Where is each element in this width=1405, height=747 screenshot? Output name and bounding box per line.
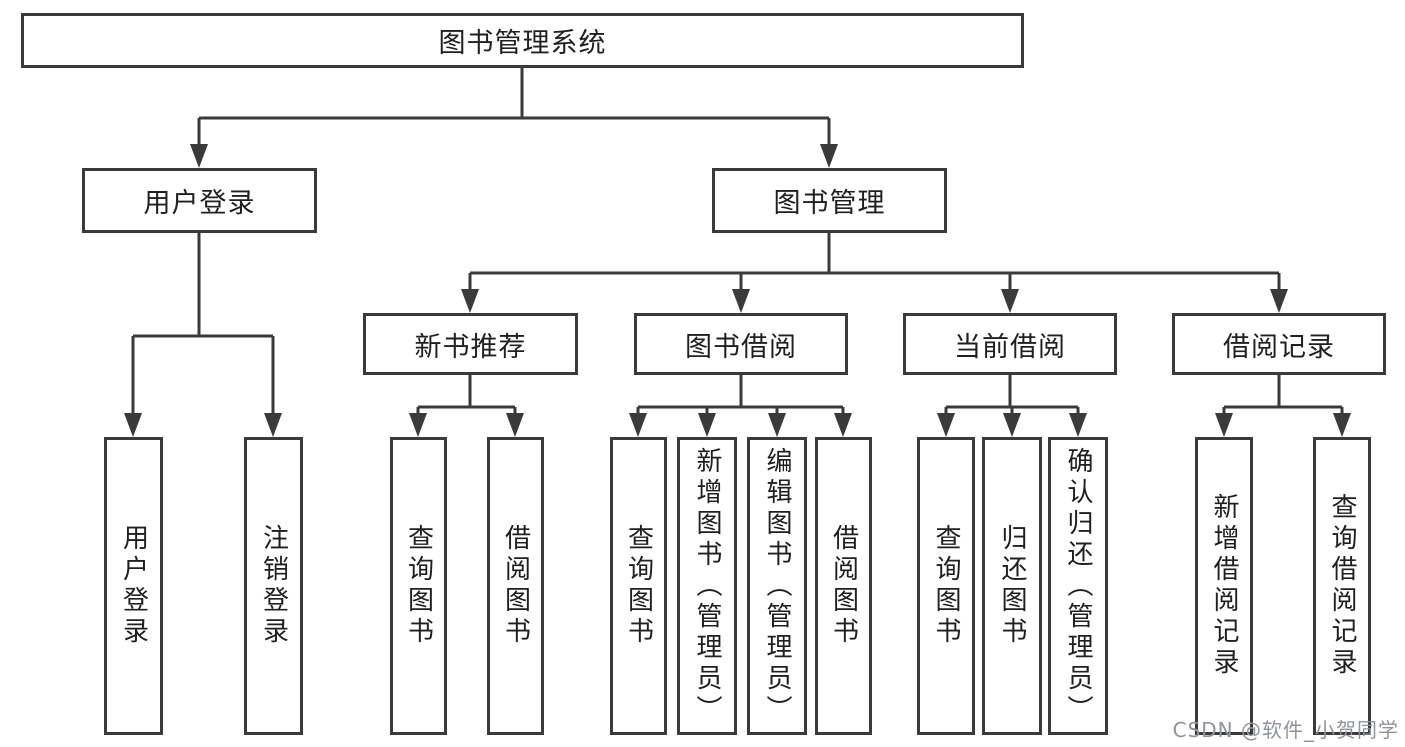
node-book-management: 图书管理 [712, 168, 947, 233]
leaf-query-books-current: 查询图书 [917, 437, 975, 735]
node-label: 查询借阅记录 [1327, 493, 1357, 679]
leaf-edit-books-admin: 编辑图书（管理员） [747, 437, 807, 735]
node-label: 新书推荐 [414, 331, 527, 363]
node-current-borrow: 当前借阅 [903, 313, 1117, 375]
leaf-add-books-admin: 新增图书（管理员） [677, 437, 737, 735]
node-label: 确认归还（管理员） [1063, 446, 1093, 726]
connector-new-books-children [409, 373, 524, 437]
node-label: 图书借阅 [685, 331, 797, 363]
node-label: 借阅图书 [500, 524, 531, 648]
node-new-book-recommend: 新书推荐 [363, 313, 578, 375]
node-label: 新增借阅记录 [1209, 493, 1239, 679]
connector-user-login-children [124, 231, 282, 437]
leaf-query-borrow-record: 查询借阅记录 [1313, 437, 1371, 735]
node-label: 当前借阅 [954, 331, 1066, 363]
leaf-confirm-return-admin: 确认归还（管理员） [1048, 437, 1108, 735]
leaf-query-books-recommend: 查询图书 [390, 437, 447, 735]
node-user-login: 用户登录 [82, 168, 317, 233]
connector-root-to-level2 [190, 66, 838, 168]
node-label: 借阅图书 [828, 524, 859, 648]
leaf-logout: 注销登录 [244, 437, 303, 735]
connector-current-children [937, 373, 1087, 437]
leaf-borrow-books-recommend: 借阅图书 [487, 437, 544, 735]
node-book-borrow: 图书借阅 [634, 313, 848, 375]
node-label: 借阅记录 [1223, 331, 1335, 363]
node-label: 用户登录 [118, 524, 149, 648]
node-label: 编辑图书（管理员） [762, 446, 792, 726]
node-borrow-records: 借阅记录 [1172, 313, 1386, 375]
node-label: 查询图书 [403, 524, 434, 648]
node-label: 用户登录 [143, 188, 256, 219]
node-library-system: 图书管理系统 [21, 13, 1024, 68]
leaf-return-books: 归还图书 [982, 437, 1042, 735]
leaf-user-login: 用户登录 [104, 437, 163, 735]
connector-borrow-children [629, 373, 852, 437]
leaf-query-books-borrow: 查询图书 [610, 437, 667, 735]
connector-records-children [1215, 373, 1351, 437]
leaf-add-borrow-record: 新增借阅记录 [1195, 437, 1253, 735]
leaf-borrow-books: 借阅图书 [815, 437, 872, 735]
node-label: 图书管理 [773, 188, 886, 219]
node-label: 查询图书 [623, 524, 654, 648]
node-label: 新增图书（管理员） [692, 446, 722, 726]
node-label: 图书管理系统 [438, 28, 607, 59]
connector-book-mgmt-children [461, 231, 1288, 313]
node-label: 查询图书 [931, 524, 961, 648]
node-label: 注销登录 [258, 524, 289, 648]
node-label: 归还图书 [997, 524, 1027, 648]
